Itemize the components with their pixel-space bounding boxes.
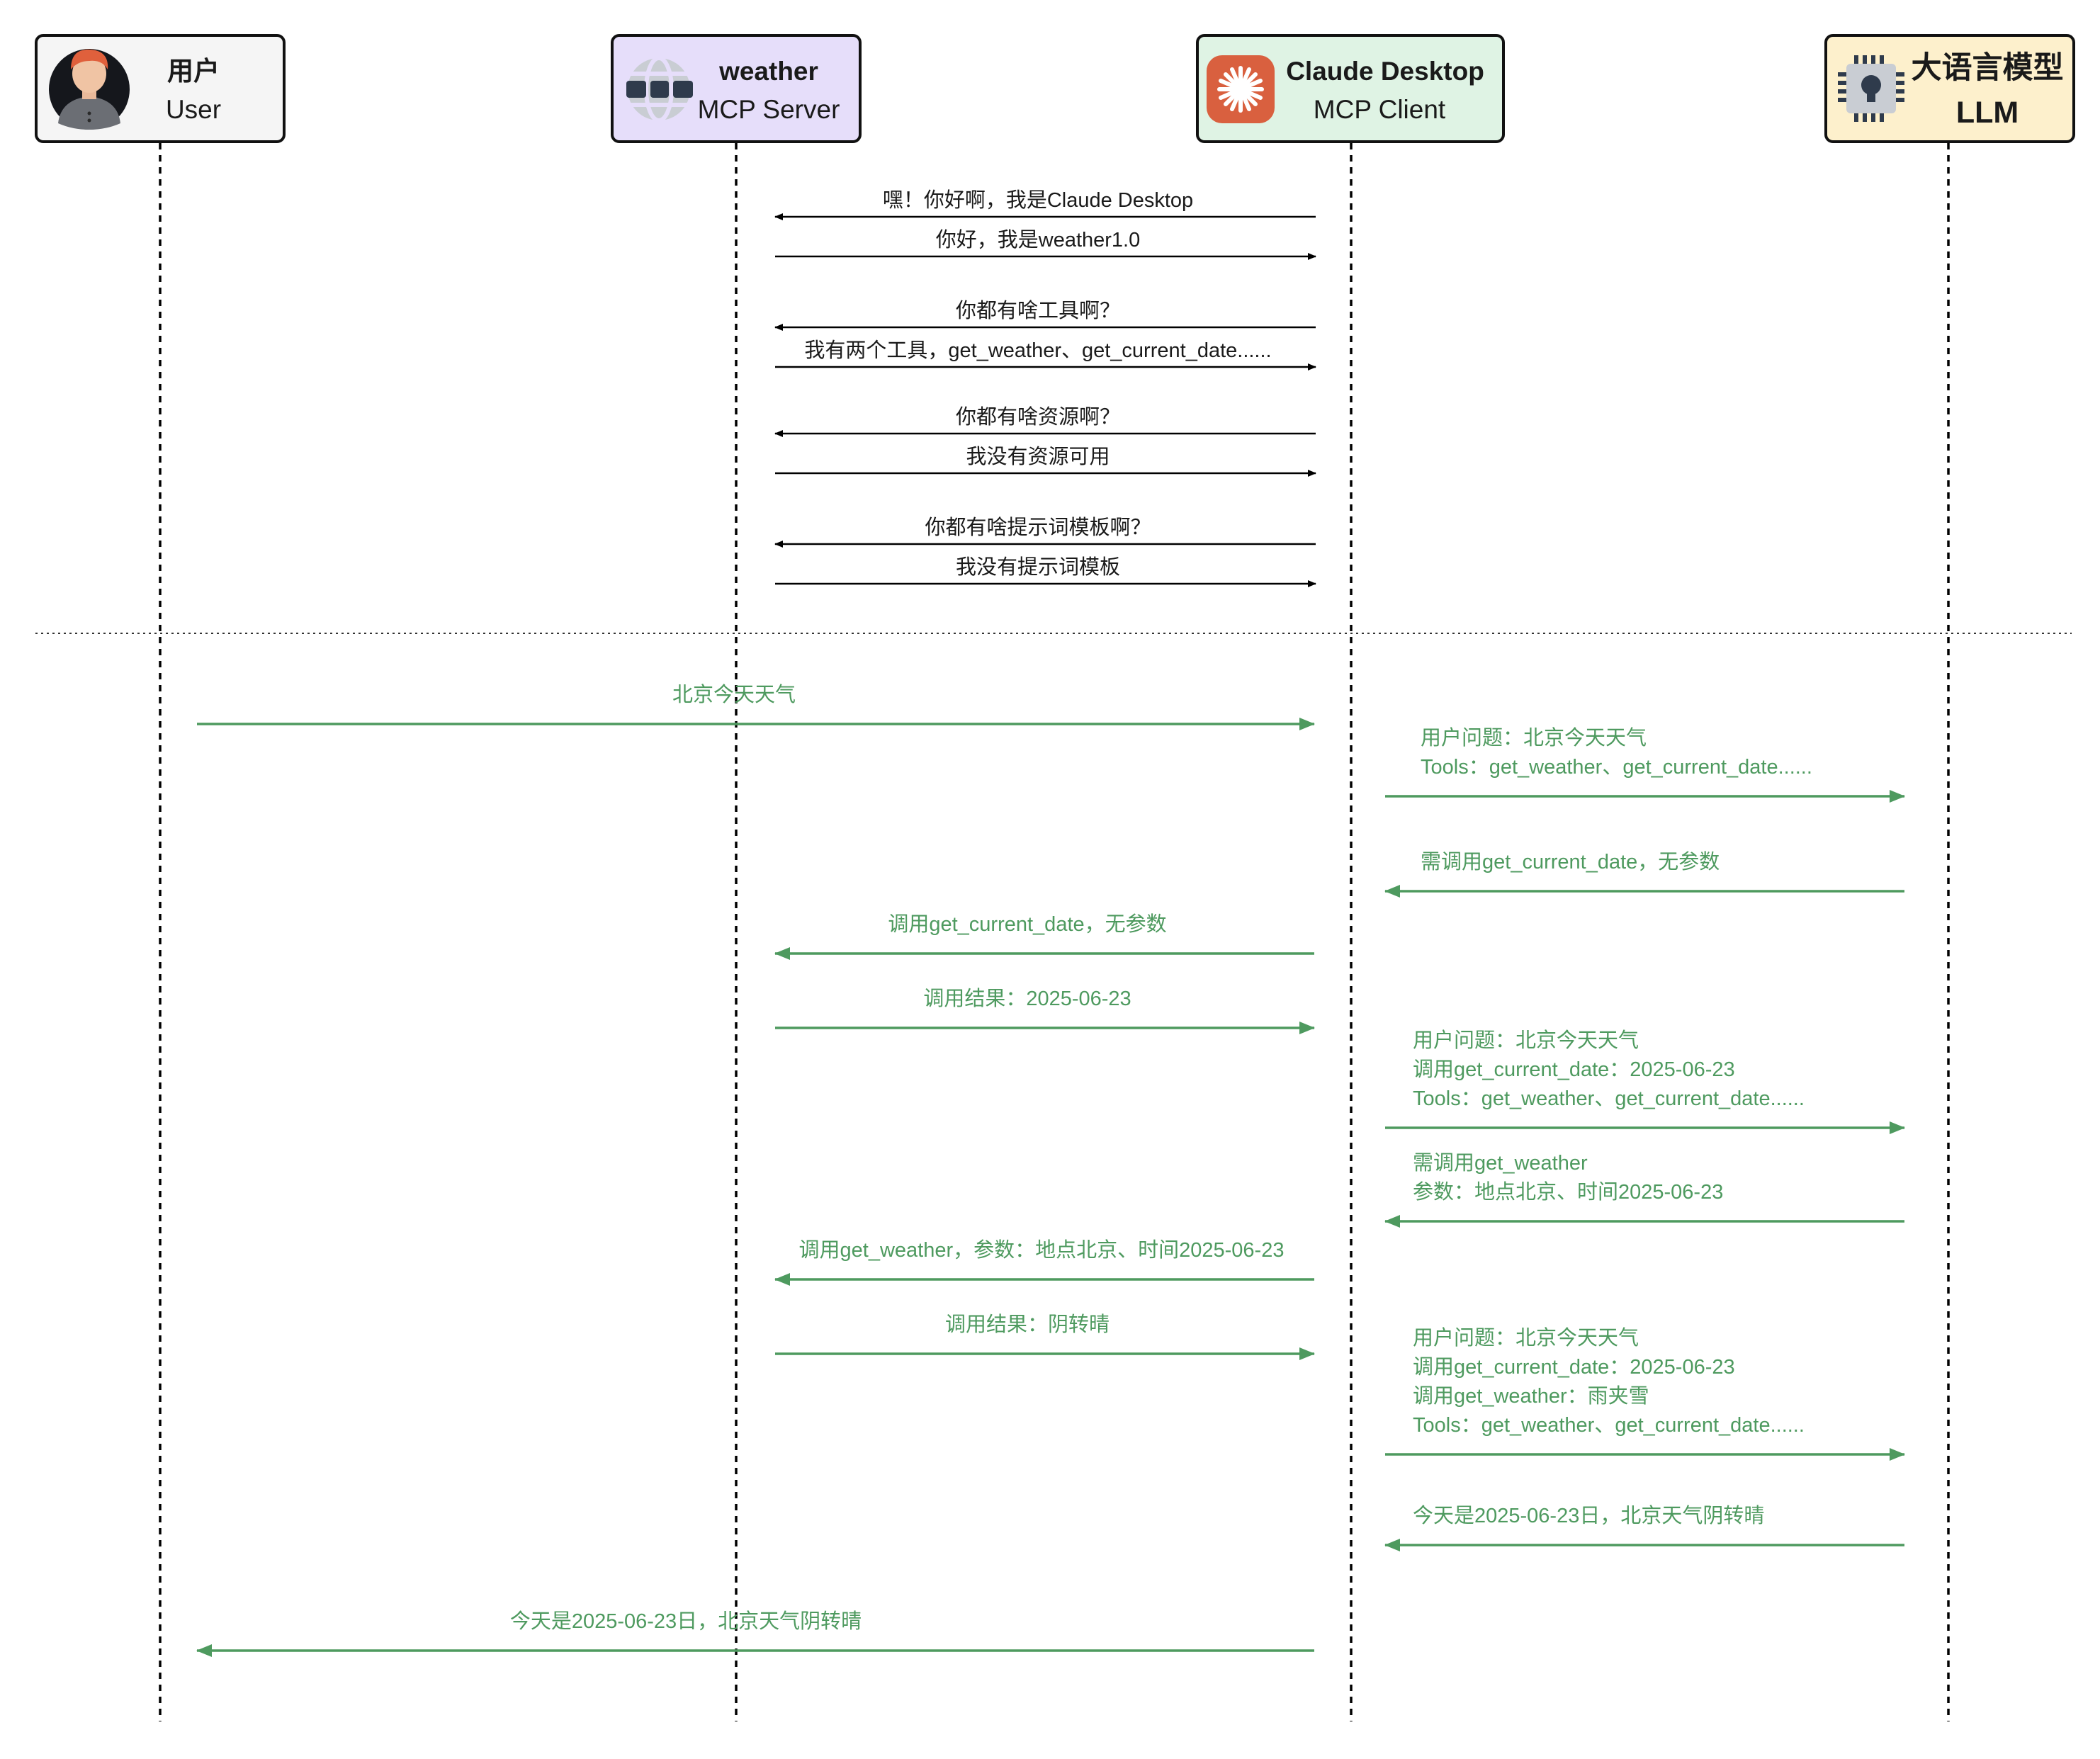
participant-server: weather MCP Server xyxy=(611,34,862,143)
handshake-message: 你都有啥提示词模板啊？ xyxy=(774,516,1316,548)
message-label: 我没有资源可用 xyxy=(966,445,1110,468)
participant-subtitle-client: MCP Client xyxy=(1314,95,1446,124)
message-label: 调用get_weather：雨夹雪 xyxy=(1413,1384,1649,1408)
participant-subtitle-llm: LLM xyxy=(1956,96,2019,130)
participant-box-client xyxy=(1196,34,1505,143)
participant-title-server: weather xyxy=(718,57,818,86)
flow-message: 调用get_weather，参数：地点北京、时间2025-06-23 xyxy=(774,1238,1314,1286)
participant-title-user: 用户 xyxy=(167,57,220,86)
flow-message: 调用结果：2025-06-23 xyxy=(775,987,1315,1034)
message-label: Tools：get_weather、get_current_date...... xyxy=(1413,1414,1805,1437)
handshake-messages: 嘿！你好啊，我是Claude Desktop 你好，我是weather1.0 你都有… xyxy=(774,188,1316,587)
participant-subtitle-user: User xyxy=(166,95,221,124)
message-label: Tools：get_weather、get_current_date...... xyxy=(1413,1087,1805,1110)
message-label: 用户问题：北京今天天气 xyxy=(1421,726,1647,750)
handshake-message: 我没有提示词模板 xyxy=(775,555,1316,587)
flow-message: 今天是2025-06-23日，北京天气阴转晴 xyxy=(1384,1504,1904,1551)
handshake-message: 我有两个工具，get_weather、get_current_date.....… xyxy=(775,339,1316,371)
message-label: 调用get_current_date：2025-06-23 xyxy=(1413,1058,1735,1081)
message-label: Tools：get_weather、get_current_date...... xyxy=(1421,756,1812,779)
message-label: 需调用get_weather xyxy=(1413,1152,1588,1175)
message-label: 你好，我是weather1.0 xyxy=(936,228,1141,251)
message-label: 需调用get_current_date，无参数 xyxy=(1421,850,1720,873)
message-label: 用户问题：北京今天天气 xyxy=(1413,1326,1639,1350)
message-label: 你都有啥工具啊？ xyxy=(956,299,1120,322)
message-label: 我没有提示词模板 xyxy=(956,555,1120,579)
message-label: 调用get_weather，参数：地点北京、时间2025-06-23 xyxy=(799,1238,1285,1262)
message-label: 今天是2025-06-23日，北京天气阴转晴 xyxy=(510,1610,862,1633)
message-label: 我有两个工具，get_weather、get_current_date.....… xyxy=(804,339,1271,362)
flow-message: 需调用get_weather 参数：地点北京、时间2025-06-23 xyxy=(1384,1152,1904,1228)
participant-subtitle-server: MCP Server xyxy=(698,95,840,124)
lifelines xyxy=(159,143,1950,1721)
flow-message: 调用get_current_date，无参数 xyxy=(774,912,1314,960)
flow-message: 用户问题：北京今天天气调用get_current_date：2025-06-23… xyxy=(1385,1029,1905,1134)
handshake-message: 我没有资源可用 xyxy=(775,445,1316,477)
participant-llm: 大语言模型 LLM xyxy=(1824,34,2075,143)
flow-message: 用户问题：北京今天天气 Tools：get_weather、get_current… xyxy=(1385,726,1905,803)
message-label: 调用get_current_date，无参数 xyxy=(888,912,1166,936)
flow-message: 今天是2025-06-23日，北京天气阴转晴 xyxy=(196,1610,1314,1657)
participant-box-llm xyxy=(1824,34,2075,143)
message-label: 用户问题：北京今天天气 xyxy=(1413,1029,1639,1052)
flow-message: 需调用get_current_date，无参数 xyxy=(1384,850,1904,898)
message-label: 嘿！你好啊，我是Claude Desktop xyxy=(883,188,1193,212)
message-label: 参数：地点北京、时间2025-06-23 xyxy=(1413,1180,1723,1204)
handshake-message: 嘿！你好啊，我是Claude Desktop xyxy=(774,188,1316,220)
participant-title-client: Claude Desktop xyxy=(1286,57,1484,86)
message-label: 调用get_current_date：2025-06-23 xyxy=(1413,1356,1735,1379)
message-label: 今天是2025-06-23日，北京天气阴转晴 xyxy=(1413,1504,1764,1527)
user-avatar-icon xyxy=(49,49,130,130)
message-label: 你都有啥提示词模板啊？ xyxy=(925,516,1151,539)
flow-message: 调用结果：阴转晴 xyxy=(775,1313,1315,1360)
message-label: 调用结果：阴转晴 xyxy=(945,1313,1110,1336)
globe-icon xyxy=(626,56,693,123)
handshake-message: 你好，我是weather1.0 xyxy=(775,228,1316,260)
handshake-message: 你都有啥工具啊？ xyxy=(774,299,1316,331)
flow-message: 北京今天天气 xyxy=(197,683,1315,730)
participant-client: Claude Desktop MCP Client xyxy=(1196,34,1505,143)
flow-message: 用户问题：北京今天天气调用get_current_date：2025-06-23… xyxy=(1385,1326,1905,1461)
message-label: 你都有啥资源啊？ xyxy=(956,405,1120,429)
message-label: 调用结果：2025-06-23 xyxy=(923,987,1131,1010)
chip-icon xyxy=(1838,55,1904,122)
participant-title-llm: 大语言模型 xyxy=(1912,51,2064,85)
claude-logo-icon xyxy=(1207,55,1275,123)
handshake-message: 你都有啥资源啊？ xyxy=(774,405,1316,437)
message-label: 北京今天天气 xyxy=(672,683,796,706)
participant-user: 用户 User xyxy=(35,34,286,143)
